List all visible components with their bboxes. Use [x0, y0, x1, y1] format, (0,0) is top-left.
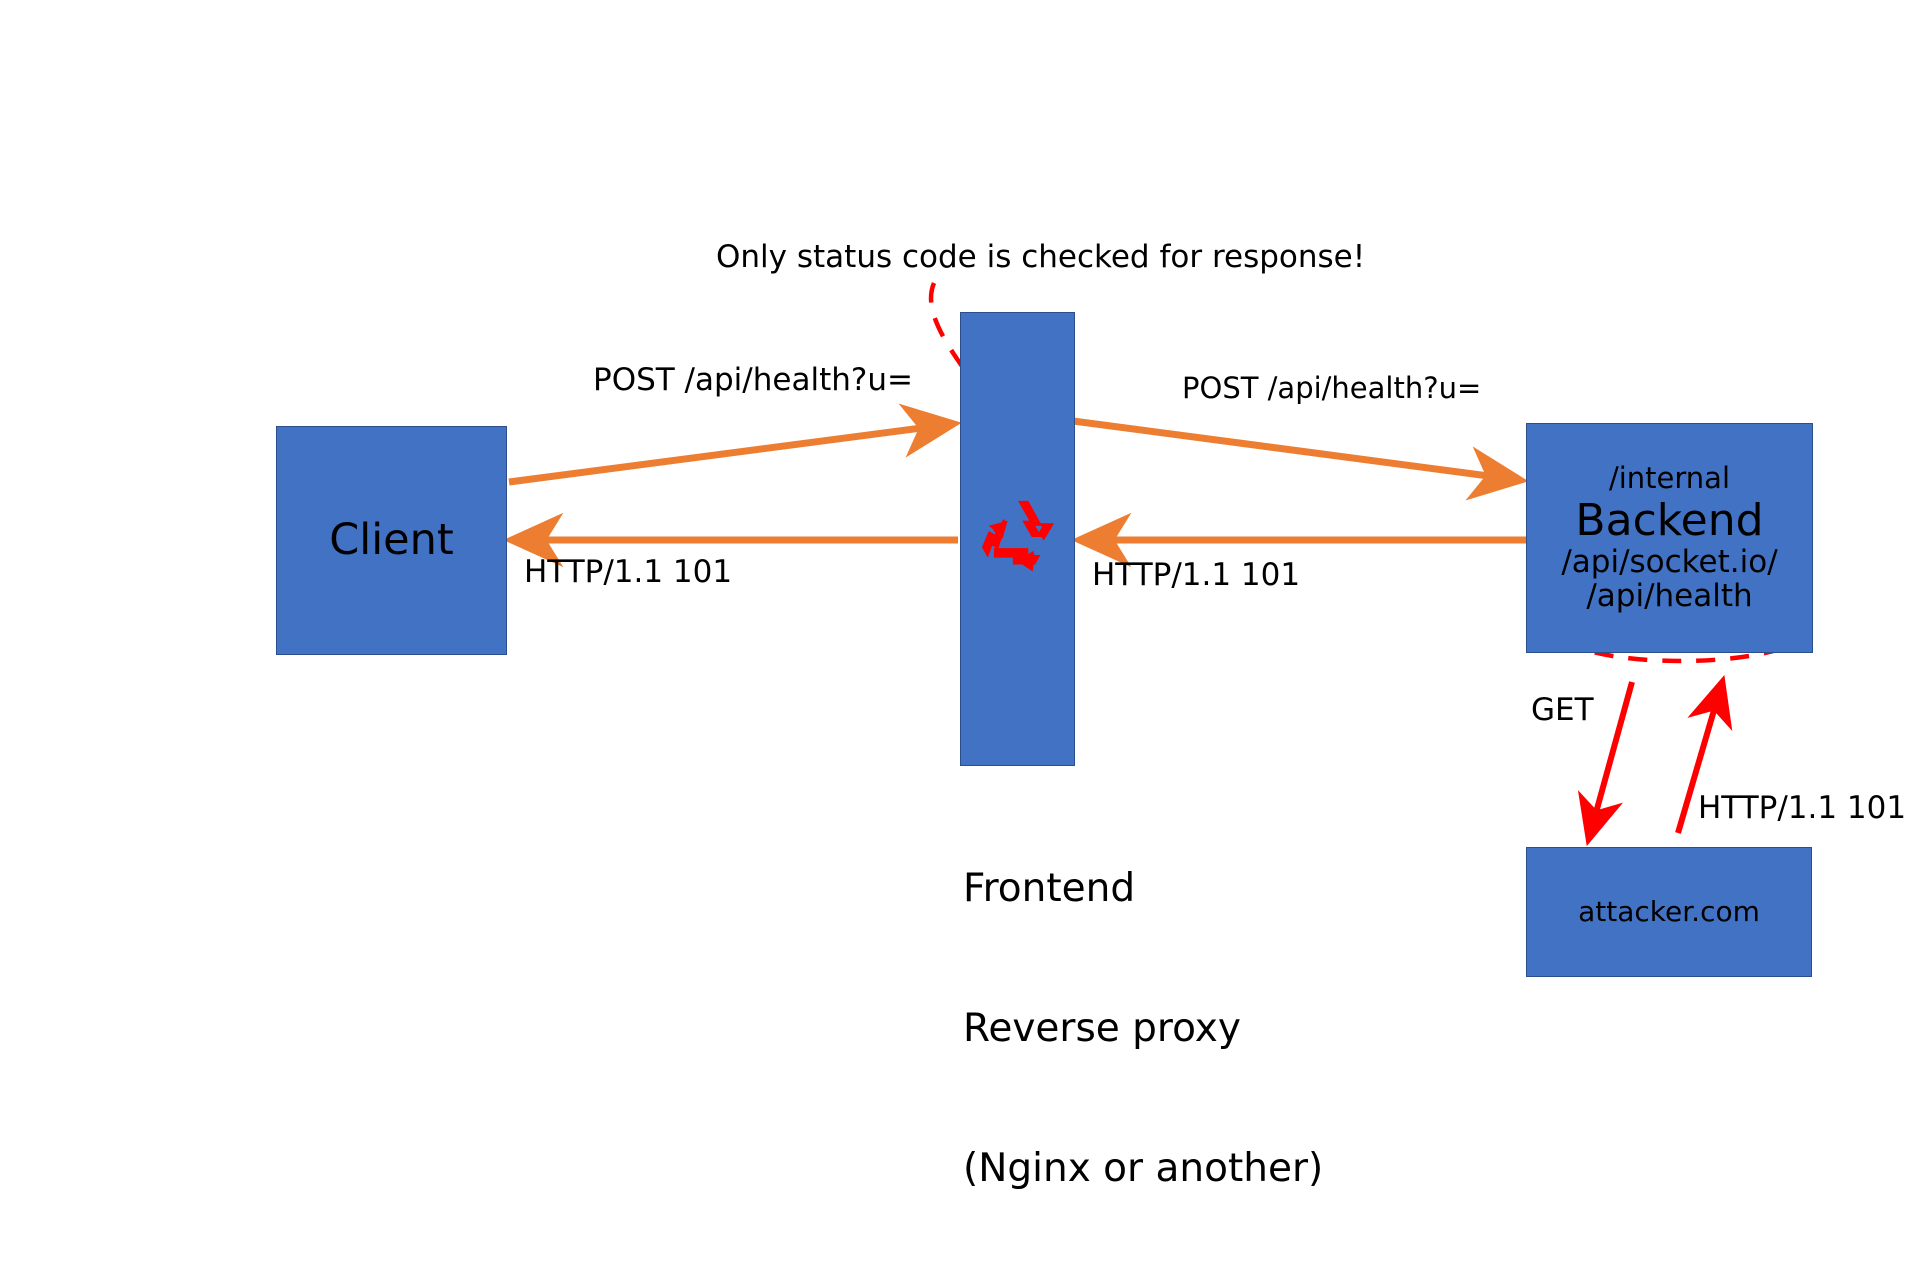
edge-client-to-frontend: [508, 403, 962, 486]
backend-socketio-path: /api/socket.io/: [1561, 543, 1778, 580]
backend-health-path: /api/health: [1586, 578, 1753, 615]
edge-label-backend-to-attacker: GET: [1531, 692, 1594, 728]
node-frontend-caption: Frontend Reverse proxy (Nginx or another…: [963, 772, 1323, 1287]
node-frontend[interactable]: [960, 312, 1075, 766]
edge-label-frontend-to-backend: POST /api/health?u=: [1182, 371, 1482, 405]
node-attacker-label: attacker.com: [1578, 895, 1760, 928]
edge-label-client-to-frontend: POST /api/health?u=: [593, 362, 913, 398]
edge-label-frontend-to-client: HTTP/1.1 101: [524, 554, 733, 590]
node-backend[interactable]: /internal Backend /api/socket.io/ /api/h…: [1526, 423, 1813, 653]
node-client-label: Client: [329, 515, 454, 565]
node-client[interactable]: Client: [276, 426, 507, 655]
edge-frontend-to-backend: [1072, 417, 1529, 501]
headline-note: Only status code is checked for response…: [716, 239, 1366, 275]
diagram-canvas: Client /internal Backend /api/socket.io/…: [276, 239, 1907, 1192]
node-frontend-caption-line3: (Nginx or another): [963, 1146, 1324, 1192]
edge-label-attacker-to-backend: HTTP/1.1 101: [1698, 790, 1907, 826]
node-frontend-caption-line2: Reverse proxy: [963, 1005, 1241, 1051]
edge-label-backend-to-frontend: HTTP/1.1 101: [1092, 557, 1301, 593]
node-backend-label: Backend: [1575, 494, 1764, 546]
backend-internal-path: /internal: [1608, 461, 1731, 496]
recycle-loop-icon: [981, 500, 1055, 572]
node-backend-text-block: /internal Backend /api/socket.io/ /api/h…: [1527, 463, 1812, 613]
node-attacker[interactable]: attacker.com: [1526, 847, 1812, 977]
node-frontend-caption-line1: Frontend: [963, 865, 1136, 911]
edge-backend-to-attacker: [1577, 681, 1635, 847]
